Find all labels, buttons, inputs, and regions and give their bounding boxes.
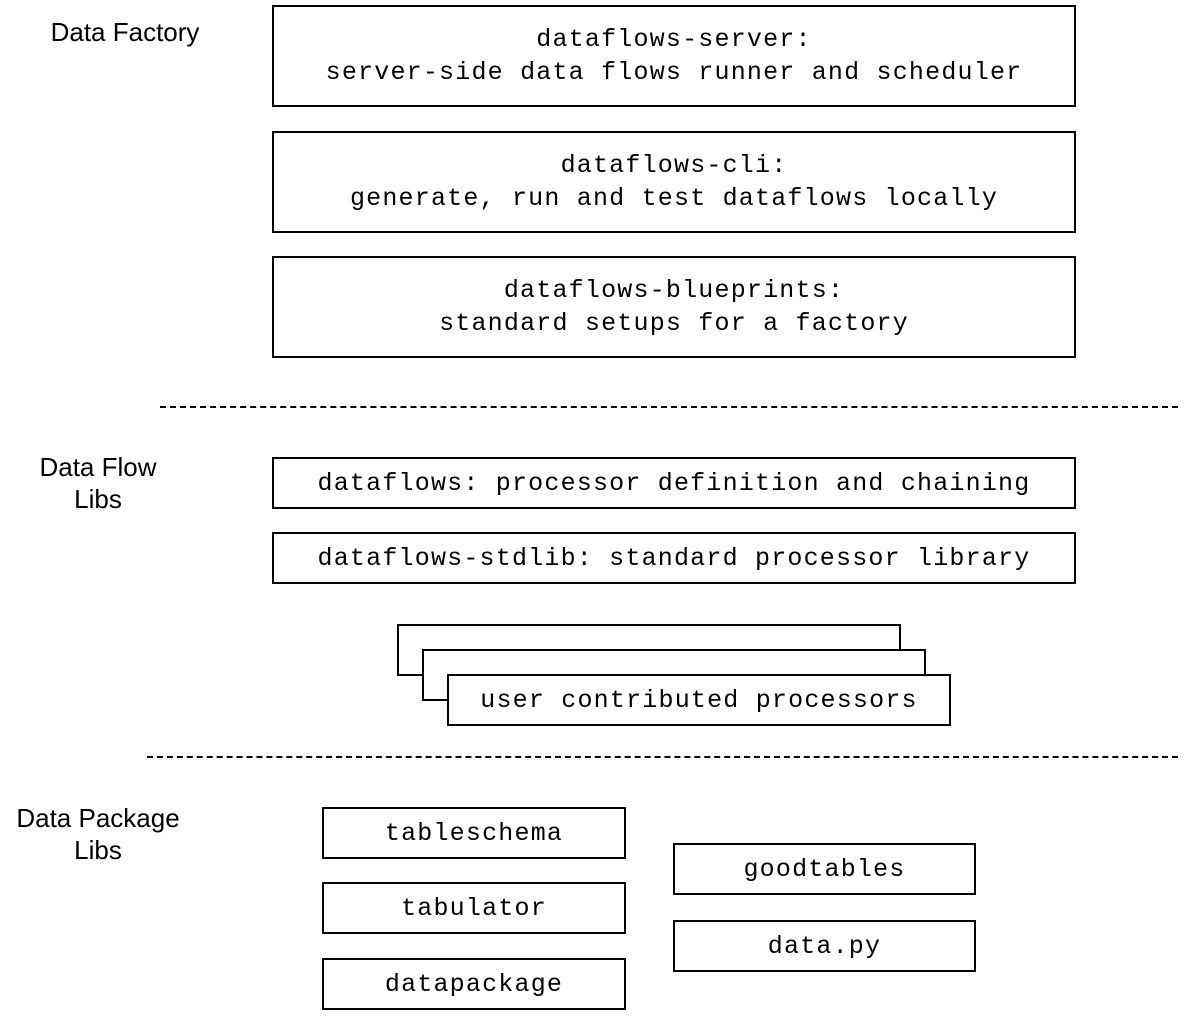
tableschema-box: tableschema: [322, 807, 626, 859]
section-label-data-factory: Data Factory: [50, 17, 200, 47]
data-py-label: data.py: [767, 931, 882, 961]
dataflows-box: dataflows: processor definition and chai…: [272, 457, 1076, 509]
data-py-box: data.py: [673, 920, 976, 972]
tabulator-label: tabulator: [401, 893, 547, 923]
dataflows-stdlib-box: dataflows-stdlib: standard processor lib…: [272, 532, 1076, 584]
user-contributed-processors-label: user contributed processors: [480, 685, 918, 715]
user-contributed-processors-box: user contributed processors: [447, 674, 951, 726]
dataflows-server-box: dataflows-server: server-side data flows…: [272, 5, 1076, 107]
section-divider-top: [160, 406, 1178, 408]
goodtables-box: goodtables: [673, 843, 976, 895]
section-label-data-flow-libs: Data Flow Libs: [39, 452, 157, 514]
dataflows-blueprints-desc: standard setups for a factory: [439, 309, 909, 338]
section-label-data-package-libs: Data Package Libs: [16, 803, 180, 865]
dataflows-cli-box: dataflows-cli: generate, run and test da…: [272, 131, 1076, 233]
dataflows-stdlib-box-label: dataflows-stdlib: standard processor lib…: [317, 543, 1031, 573]
dataflows-blueprints-box: dataflows-blueprints: standard setups fo…: [272, 256, 1076, 358]
dataflows-server-name: dataflows-server:: [536, 25, 812, 54]
dataflows-server-desc: server-side data flows runner and schedu…: [325, 58, 1023, 87]
tableschema-label: tableschema: [384, 818, 564, 848]
dataflows-box-label: dataflows: processor definition and chai…: [317, 468, 1031, 498]
dataflows-cli-desc: generate, run and test dataflows locally: [349, 184, 999, 213]
dataflows-blueprints-name: dataflows-blueprints:: [503, 276, 845, 305]
section-divider-bottom: [147, 756, 1178, 758]
tabulator-box: tabulator: [322, 882, 626, 934]
dataflows-cli-name: dataflows-cli:: [560, 151, 788, 180]
datapackage-box: datapackage: [322, 958, 626, 1010]
goodtables-label: goodtables: [743, 854, 906, 884]
datapackage-label: datapackage: [384, 969, 564, 999]
